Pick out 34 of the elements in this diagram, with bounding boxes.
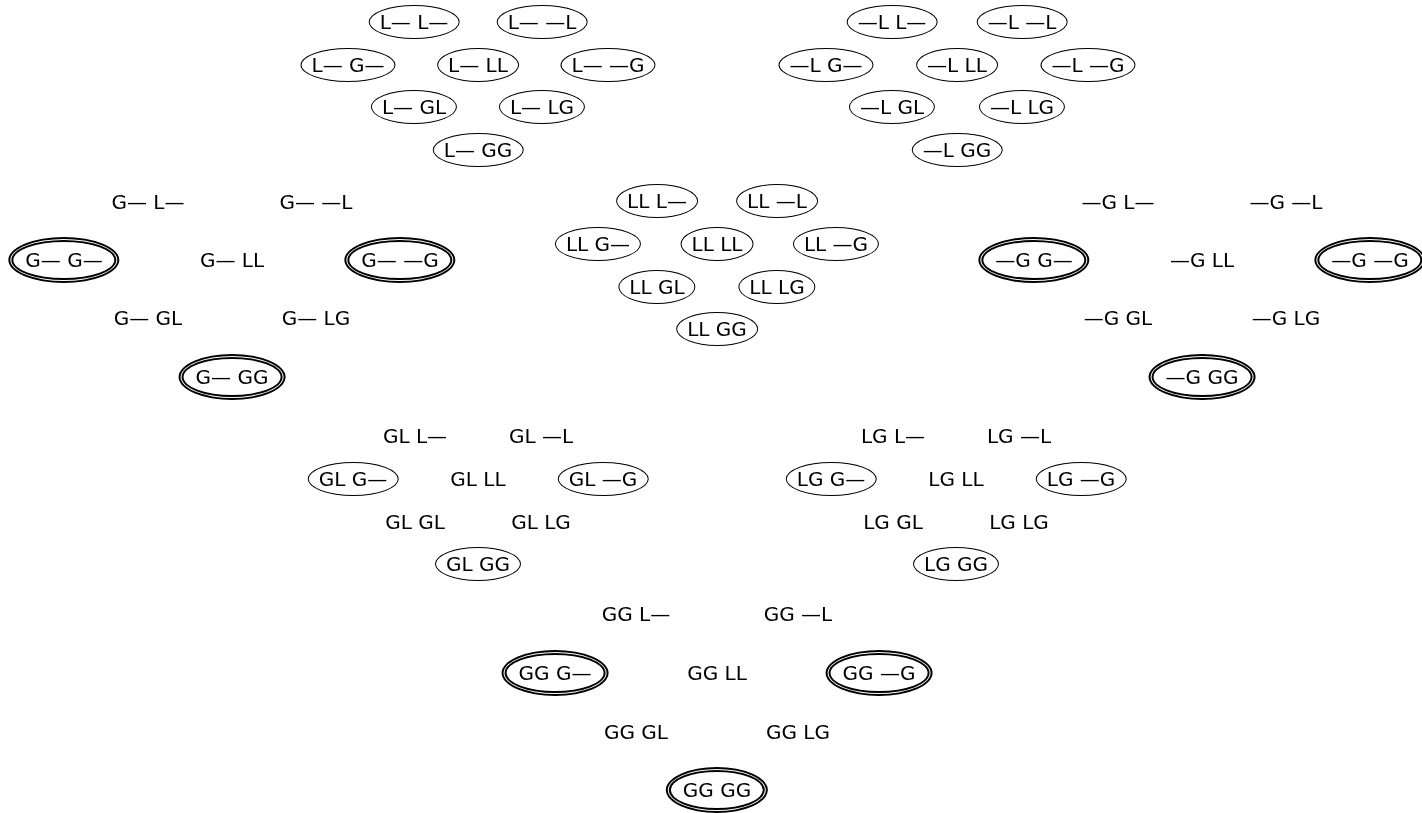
state-label: —G GL	[1083, 308, 1153, 328]
state-label: GL —L	[508, 426, 574, 446]
state-label: GG LL	[687, 663, 747, 683]
state-label: LG LL	[928, 469, 984, 489]
double-ellipse-node: G— G—	[8, 237, 120, 283]
state-label: —G LL	[1169, 250, 1235, 270]
state-label: GG LG	[766, 722, 830, 742]
state-label: GL LL	[450, 469, 506, 489]
state-label: GL GL	[385, 512, 445, 532]
double-ellipse-node: —G GG	[1148, 354, 1256, 400]
state-label: G— —L	[279, 192, 353, 212]
state-label: GG L—	[601, 604, 671, 624]
double-ellipse-node: —G —G	[1314, 237, 1422, 283]
state-label: —G LG	[1251, 308, 1321, 328]
double-ellipse-node: GG —G	[825, 650, 933, 696]
state-label: GG —L	[763, 604, 833, 624]
state-label: G— LG	[281, 308, 351, 328]
double-ellipse-node: GG GG	[665, 767, 769, 813]
state-label: G— LL	[199, 250, 265, 270]
state-label: LG L—	[860, 426, 926, 446]
state-label: GL L—	[382, 426, 448, 446]
state-label: GG GL	[604, 722, 668, 742]
state-label: —G —L	[1249, 192, 1323, 212]
double-ellipse-node: G— GG	[178, 354, 286, 400]
state-label: —G L—	[1081, 192, 1155, 212]
state-label: G— L—	[111, 192, 185, 212]
double-ellipse-node: GG G—	[501, 650, 609, 696]
double-ellipse-node: G— —G	[344, 237, 456, 283]
state-label: G— GL	[113, 308, 183, 328]
state-label: LG —L	[986, 426, 1052, 446]
state-label: LG GL	[863, 512, 923, 532]
double-ellipse-node: —G G—	[978, 237, 1090, 283]
state-label: LG LG	[989, 512, 1049, 532]
state-label: GL LG	[511, 512, 571, 532]
